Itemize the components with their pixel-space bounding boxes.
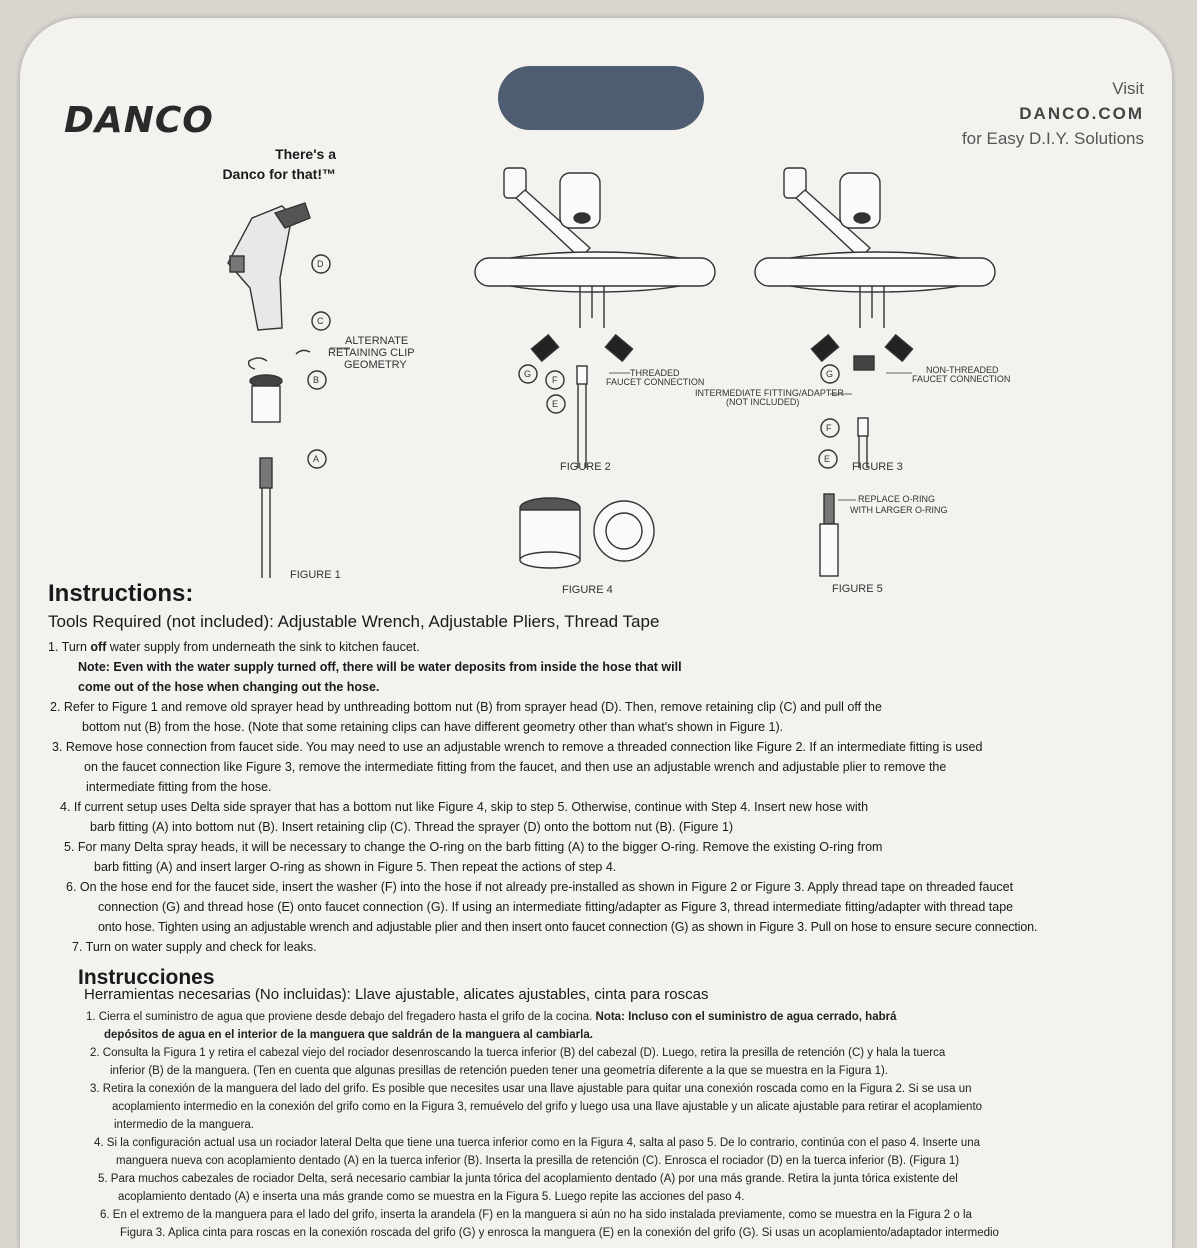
tools-required: Tools Required (not included): Adjustabl… [48, 612, 660, 631]
figure3-drawing [754, 167, 996, 468]
nonthreaded-label-1: NON-THREADED [926, 365, 999, 375]
paso-4-line-2: manguera nueva con acoplamiento dentado … [116, 1155, 960, 1167]
step-6-line-1: 6. On the hose end for the faucet side, … [66, 880, 1014, 894]
website-url: DANCO.COM [1019, 104, 1144, 123]
step-4-line-1: 4. If current setup uses Delta side spra… [60, 800, 869, 814]
figure1-label: FIGURE 1 [290, 569, 341, 581]
figure5-drawing [819, 493, 839, 577]
callout-d: D [317, 259, 324, 269]
alt-clip-label-2: RETAINING CLIP [328, 347, 415, 359]
callout-e-fig2: E [552, 399, 558, 409]
paso-1-line-1: 1. Cierra el suministro de agua que prov… [86, 1011, 897, 1023]
visit-website: Visit DANCO.COM for Easy D.I.Y. Solution… [961, 79, 1144, 148]
threaded-label-2: FAUCET CONNECTION [606, 377, 704, 387]
alt-clip-label-3: GEOMETRY [344, 359, 407, 371]
paso-6-line-2: Figura 3. Aplica cinta para roscas en la… [120, 1227, 999, 1239]
callout-f-fig2: F [552, 375, 558, 385]
paso-3-line-2: acoplamiento intermedio en la conexión d… [112, 1101, 983, 1113]
paso-3-line-3: intermedio de la manguera. [114, 1119, 254, 1131]
step-7: 7. Turn on water supply and check for le… [72, 940, 317, 954]
step-5-line-1: 5. For many Delta spray heads, it will b… [64, 840, 883, 854]
paso-5-line-1: 5. Para muchos cabezales de rociador Del… [98, 1173, 958, 1185]
figure4-drawing [519, 497, 655, 569]
instructions-heading: Instructions: [48, 580, 194, 607]
step-6-line-2: connection (G) and thread hose (E) onto … [98, 900, 1014, 914]
paso-1-line-2: depósitos de agua en el interior de la m… [104, 1029, 593, 1041]
paso-5-line-2: acoplamiento dentado (A) e inserta una m… [118, 1191, 745, 1203]
nonthreaded-label-2: FAUCET CONNECTION [912, 374, 1010, 384]
replace-oring-label-2: WITH LARGER O-RING [850, 505, 948, 515]
step-4-line-2: barb fitting (A) into bottom nut (B). In… [90, 820, 734, 834]
step-2-line-1: 2. Refer to Figure 1 and remove old spra… [50, 700, 882, 714]
paso-6-line-1: 6. En el extremo de la manguera para el … [100, 1209, 972, 1221]
callout-a: A [313, 454, 319, 464]
callout-e-fig3: E [824, 454, 830, 464]
figures-illustration: D C B A G F E G F E ALTERNATE RETAINING … [227, 167, 1010, 596]
tagline: There's a Danco for that!™ [222, 146, 336, 182]
instrucciones-heading: Instrucciones [78, 966, 215, 989]
paso-2-line-1: 2. Consulta la Figura 1 y retira el cabe… [90, 1047, 946, 1059]
instruction-card: DANCO There's a Danco for that!™ Visit D… [20, 18, 1172, 1248]
intermediate-label-2: (NOT INCLUDED) [726, 397, 799, 407]
callout-b: B [313, 375, 319, 385]
step-6-line-3: onto hose. Tighten using an adjustable w… [98, 920, 1038, 934]
replace-oring-label-1: REPLACE O-RING [858, 494, 935, 504]
step-1-note-2: come out of the hose when changing out t… [78, 680, 380, 694]
figure4-label: FIGURE 4 [562, 584, 613, 596]
step-3-line-2: on the faucet connection like Figure 3, … [84, 760, 947, 774]
paso-4-line-1: 4. Si la configuración actual usa un roc… [94, 1137, 981, 1149]
paso-3-line-1: 3. Retira la conexión de la manguera del… [90, 1083, 972, 1095]
danco-logo: DANCO [64, 100, 214, 141]
step-3-line-1: 3. Remove hose connection from faucet si… [52, 740, 983, 754]
step-5-line-2: barb fitting (A) and insert larger O-rin… [94, 860, 617, 874]
callout-g-fig2: G [524, 369, 531, 379]
figure2-drawing [474, 167, 716, 468]
paso-2-line-2: inferior (B) de la manguera. (Ten en cue… [110, 1065, 889, 1077]
callout-f-fig3: F [826, 423, 832, 433]
herramientas-necesarias: Herramientas necesarias (No incluidas): … [84, 986, 709, 1003]
step-1-line-1: 1. Turn off water supply from underneath… [48, 640, 420, 654]
step-1-note-1: Note: Even with the water supply turned … [78, 660, 682, 674]
callout-c: C [317, 316, 324, 326]
hang-hole [498, 66, 704, 130]
threaded-label-1: THREADED [630, 368, 680, 378]
intermediate-label-1: INTERMEDIATE FITTING/ADAPTER [695, 388, 844, 398]
figure3-label: FIGURE 3 [852, 461, 903, 473]
callout-g-fig3: G [826, 369, 833, 379]
figure5-label: FIGURE 5 [832, 583, 883, 595]
step-3-line-3: intermediate fitting from the hose. [86, 780, 272, 794]
alt-clip-label-1: ALTERNATE [345, 335, 408, 347]
step-2-line-2: bottom nut (B) from the hose. (Note that… [82, 720, 784, 734]
figure1-drawing [227, 202, 311, 578]
figure2-label: FIGURE 2 [560, 461, 611, 473]
